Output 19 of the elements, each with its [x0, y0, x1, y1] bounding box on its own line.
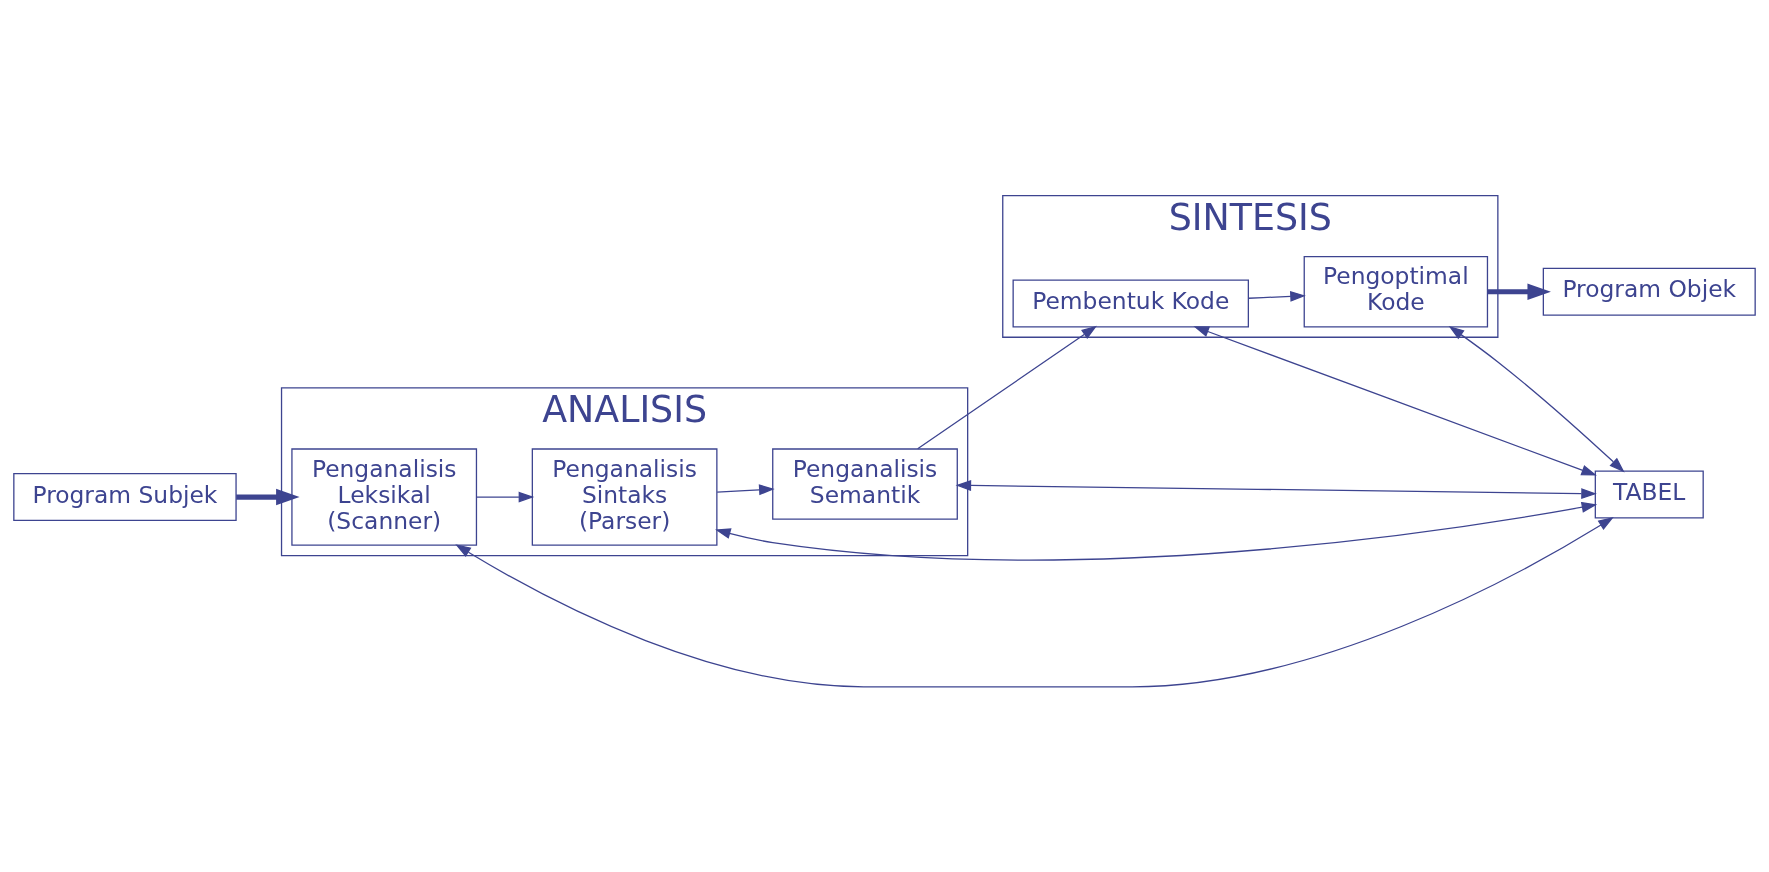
- node-box: Pembentuk Kode: [1012, 279, 1249, 328]
- arrow: [476, 491, 535, 503]
- node-box: Program Subjek: [13, 473, 237, 522]
- arrow: [1248, 290, 1306, 302]
- node-box: Program Objek: [1542, 267, 1756, 316]
- arrow: [716, 484, 775, 496]
- arrow: [715, 501, 1598, 561]
- arrow: [1487, 283, 1551, 300]
- node-box: Penganalisis Leksikal (Scanner): [291, 448, 478, 546]
- node-box: Pengoptimal Kode: [1303, 256, 1489, 328]
- node-box: Penganalisis Semantik: [772, 448, 958, 520]
- arrow: [917, 325, 1097, 450]
- arrow: [955, 480, 1597, 500]
- arrow: [455, 517, 1614, 688]
- arrow: [236, 488, 300, 506]
- arrow: [1448, 325, 1625, 473]
- node-box: TABEL: [1594, 470, 1704, 519]
- arrow: [1193, 326, 1597, 476]
- node-box: Penganalisis Sintaks (Parser): [531, 448, 718, 546]
